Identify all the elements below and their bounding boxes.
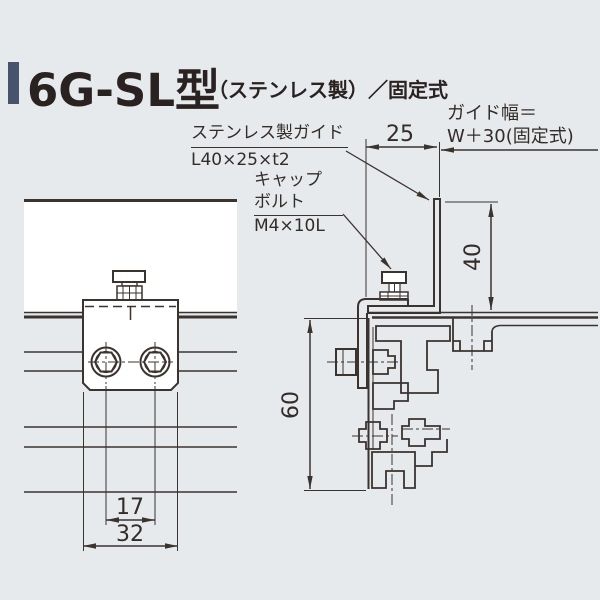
stainless-guide-label-line2: L40×25×t2 <box>191 149 290 170</box>
side-centerlines <box>327 305 473 506</box>
page-header: 6G-SL型 （ステンレス製）／固定式 <box>0 0 600 120</box>
extrusion-profile <box>358 325 451 489</box>
cap-bolt-label-line3: M4×10L <box>254 215 325 236</box>
cap-bolt-front <box>112 270 146 301</box>
dim-guide-height: 40 <box>461 243 486 271</box>
cap-bolt-label-line1: キャップ <box>254 170 322 190</box>
leader-guide-label <box>345 150 430 201</box>
dimension-texts: 25 40 60 17 32 <box>116 122 486 547</box>
dim-guide-leg: 25 <box>386 122 414 147</box>
stainless-guide-label: ステンレス製ガイド L40×25×t2 <box>191 121 348 172</box>
guide-width-label-line2: W＋30(固定式) <box>447 126 574 148</box>
bracket-side <box>357 298 409 389</box>
dim-hole-pitch: 17 <box>116 495 144 520</box>
front-extension-lines <box>83 386 178 551</box>
side-extension-lines <box>304 139 498 491</box>
front-view <box>24 199 237 551</box>
dim-bracket-width: 32 <box>116 522 144 547</box>
cap-bolt-side <box>379 271 409 301</box>
guide-width-label-line1: ガイド幅＝ <box>447 103 537 124</box>
stainless-guide-label-line1: ステンレス製ガイド <box>191 121 348 148</box>
leader-capbolt-label <box>342 213 392 270</box>
guide-width-label: ガイド幅＝ W＋30(固定式) <box>447 102 574 148</box>
accent-bar <box>8 62 19 104</box>
cap-bolt-label: キャップ ボルト M4×10L <box>254 170 343 237</box>
dim-frame-height: 60 <box>279 391 304 419</box>
bracket-front <box>82 299 179 391</box>
page-title: 6G-SL型 <box>27 64 221 117</box>
cap-bolt-label-line2: ボルト <box>254 192 343 216</box>
page-subtitle: （ステンレス製）／固定式 <box>208 78 448 102</box>
side-view <box>304 139 598 506</box>
front-centerlines <box>88 342 173 384</box>
